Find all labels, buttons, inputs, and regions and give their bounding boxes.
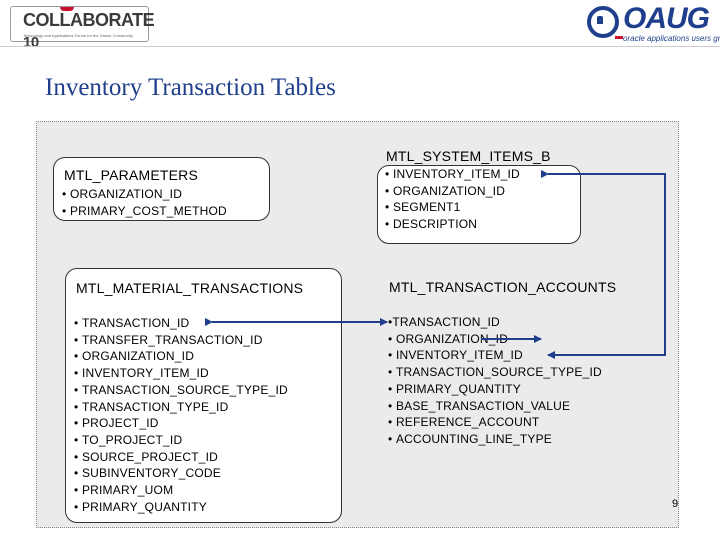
table-box-mtl-transaction-accounts: TRANSACTION_ID ORGANIZATION_ID INVENTORY… <box>380 310 660 456</box>
column-item: INVENTORY_ITEM_ID <box>385 166 520 183</box>
column-item: TO_PROJECT_ID <box>74 432 288 449</box>
table-name-mtl-material-transactions: MTL_MATERIAL_TRANSACTIONS <box>76 280 304 296</box>
column-list-mtl-system-items-b: INVENTORY_ITEM_ID ORGANIZATION_ID SEGMEN… <box>385 166 520 233</box>
oaug-logo: OAUG oracle applications users group <box>585 2 720 44</box>
oaug-logo-subtitle: oracle applications users group <box>623 34 720 43</box>
column-item: PRIMARY_COST_METHOD <box>62 203 227 220</box>
column-item: ACCOUNTING_LINE_TYPE <box>388 431 602 448</box>
slide-title: Inventory Transaction Tables <box>45 74 336 101</box>
oaug-logo-mark <box>587 6 619 38</box>
column-list-mtl-material-transactions: TRANSACTION_ID TRANSFER_TRANSACTION_ID O… <box>74 315 288 515</box>
table-box-mtl-material-transactions: MTL_MATERIAL_TRANSACTIONS TRANSACTION_ID… <box>65 268 342 523</box>
column-item: ORGANIZATION_ID <box>385 183 520 200</box>
relationship-arrow-inventory-item <box>541 170 666 359</box>
collaborate-logo: COLLABORATE 10 Technology and Applicatio… <box>10 6 155 51</box>
column-item: ORGANIZATION_ID <box>388 331 602 348</box>
table-name-mtl-parameters: MTL_PARAMETERS <box>64 167 199 183</box>
column-item: TRANSACTION_TYPE_ID <box>74 399 288 416</box>
column-item: SEGMENT1 <box>385 199 520 216</box>
collaborate-logo-accent <box>60 7 74 11</box>
table-box-mtl-parameters: MTL_PARAMETERS ORGANIZATION_ID PRIMARY_C… <box>53 157 270 221</box>
column-item: TRANSFER_TRANSACTION_ID <box>74 332 288 349</box>
header-divider <box>0 46 720 47</box>
column-item: INVENTORY_ITEM_ID <box>74 365 288 382</box>
column-item: DESCRIPTION <box>385 216 520 233</box>
column-item: PRIMARY_UOM <box>74 482 288 499</box>
column-item: BASE_TRANSACTION_VALUE <box>388 398 602 415</box>
page-number: 9 <box>672 498 679 510</box>
column-item: ORGANIZATION_ID <box>62 186 227 203</box>
column-item: ORGANIZATION_ID <box>74 348 288 365</box>
column-item: TRANSACTION_ID <box>388 314 602 331</box>
collaborate-logo-tagline: Technology and Applications Forum for th… <box>23 33 133 38</box>
column-item: PRIMARY_QUANTITY <box>388 381 602 398</box>
column-list-mtl-transaction-accounts: TRANSACTION_ID ORGANIZATION_ID INVENTORY… <box>388 314 602 448</box>
oaug-logo-text: OAUG <box>623 2 710 35</box>
column-item: TRANSACTION_SOURCE_TYPE_ID <box>388 364 602 381</box>
table-name-mtl-transaction-accounts: MTL_TRANSACTION_ACCOUNTS <box>389 279 617 295</box>
column-item: INVENTORY_ITEM_ID <box>388 347 602 364</box>
column-item: TRANSACTION_SOURCE_TYPE_ID <box>74 382 288 399</box>
column-item: REFERENCE_ACCOUNT <box>388 414 602 431</box>
column-item: PROJECT_ID <box>74 415 288 432</box>
oaug-logo-swoosh <box>615 36 623 39</box>
column-item: TRANSACTION_ID <box>74 315 288 332</box>
column-item: SOURCE_PROJECT_ID <box>74 449 288 466</box>
table-name-mtl-system-items-b: MTL_SYSTEM_ITEMS_B <box>386 148 551 164</box>
column-list-mtl-parameters: ORGANIZATION_ID PRIMARY_COST_METHOD <box>62 186 227 219</box>
column-item: PRIMARY_QUANTITY <box>74 499 288 516</box>
column-item: SUBINVENTORY_CODE <box>74 465 288 482</box>
